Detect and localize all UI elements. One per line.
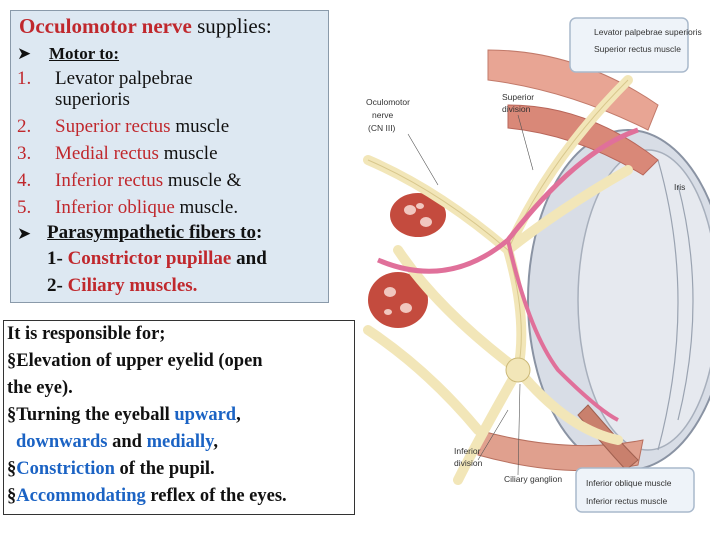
function-bullet-turning-cont: downwards and medially, <box>16 432 219 452</box>
para-item-constrictor: 1- Constrictor pupillae and <box>47 248 267 269</box>
label-inferior-division: Inferior <box>454 446 481 456</box>
oculomotor-supply-box: Occulomotor nerve supplies: ➤ Motor to: … <box>10 10 329 303</box>
list-item-medial-rectus: Medial rectus muscle <box>55 143 218 164</box>
item-number: 4. <box>17 170 32 191</box>
function-bullet-elevation: §Elevation of upper eyelid (open <box>7 351 263 371</box>
eye-nerve-illustration: Levator palpebrae superioris Superior re… <box>358 10 710 515</box>
item-number: 5. <box>17 197 32 218</box>
section-bullet-icon: § <box>7 486 17 506</box>
label-oculomotor-nerve: nerve <box>372 110 394 120</box>
parasympathetic-heading: Parasympathetic fibers to: <box>47 222 263 243</box>
vessel-cluster <box>368 193 446 328</box>
arrow-bullet-icon: ➤ <box>17 224 32 243</box>
function-bullet-accommodation: §Accommodating reflex of the eyes. <box>7 486 287 506</box>
label-ciliary-ganglion: Ciliary ganglion <box>504 474 562 484</box>
list-item-inferior-oblique: Inferior oblique muscle. <box>55 197 239 218</box>
label-superior-division-2: division <box>502 104 531 114</box>
list-item-inferior-rectus: Inferior rectus muscle & <box>55 170 242 191</box>
item-number: 1. <box>17 68 32 89</box>
function-bullet-constriction: §Constriction of the pupil. <box>7 459 215 479</box>
label-box-top <box>569 17 689 73</box>
function-heading: It is responsible for; <box>7 324 166 344</box>
oculomotor-anatomy-diagram: Levator palpebrae superioris Superior re… <box>358 10 710 515</box>
function-bullet-elevation-cont: the eye). <box>7 378 73 398</box>
label-inferior-rectus: Inferior rectus muscle <box>586 496 668 506</box>
oculomotor-nerve-path <box>377 127 639 274</box>
label-levator: Levator palpebrae superioris <box>594 27 702 37</box>
arrow-bullet-icon: ➤ <box>17 44 32 63</box>
levator-muscle-shape <box>487 49 659 131</box>
ciliary-ganglion-shape <box>505 357 531 383</box>
section-bullet-icon: § <box>7 405 17 425</box>
label-oculomotor: Oculomotor <box>366 97 410 107</box>
list-item-superior-rectus: Superior rectus muscle <box>55 116 230 137</box>
label-superior-rectus: Superior rectus muscle <box>594 44 681 54</box>
superior-rectus-shape <box>507 104 659 176</box>
item-number: 2. <box>17 116 32 137</box>
section-bullet-icon: § <box>7 459 17 479</box>
label-box-bottom <box>575 467 695 513</box>
function-box: It is responsible for; §Elevation of upp… <box>3 320 355 515</box>
label-iris: Iris <box>674 182 685 192</box>
motor-heading: Motor to: <box>49 44 120 63</box>
item-number: 3. <box>17 143 32 164</box>
inferior-rectus-shape <box>477 429 644 472</box>
label-inferior-oblique: Inferior oblique muscle <box>586 478 672 488</box>
list-item-levator-cont: superioris <box>55 89 130 110</box>
label-superior-division: Superior <box>502 92 534 102</box>
label-oculomotor-cn: (CN III) <box>368 123 396 133</box>
para-item-ciliary: 2- Ciliary muscles. <box>47 275 198 296</box>
section-bullet-icon: § <box>7 351 17 371</box>
function-bullet-turning: §Turning the eyeball upward, <box>7 405 241 425</box>
list-item-levator: Levator palpebrae <box>55 68 193 89</box>
slide-title: Occulomotor nerve supplies: <box>19 14 272 38</box>
label-inferior-division-2: division <box>454 458 483 468</box>
